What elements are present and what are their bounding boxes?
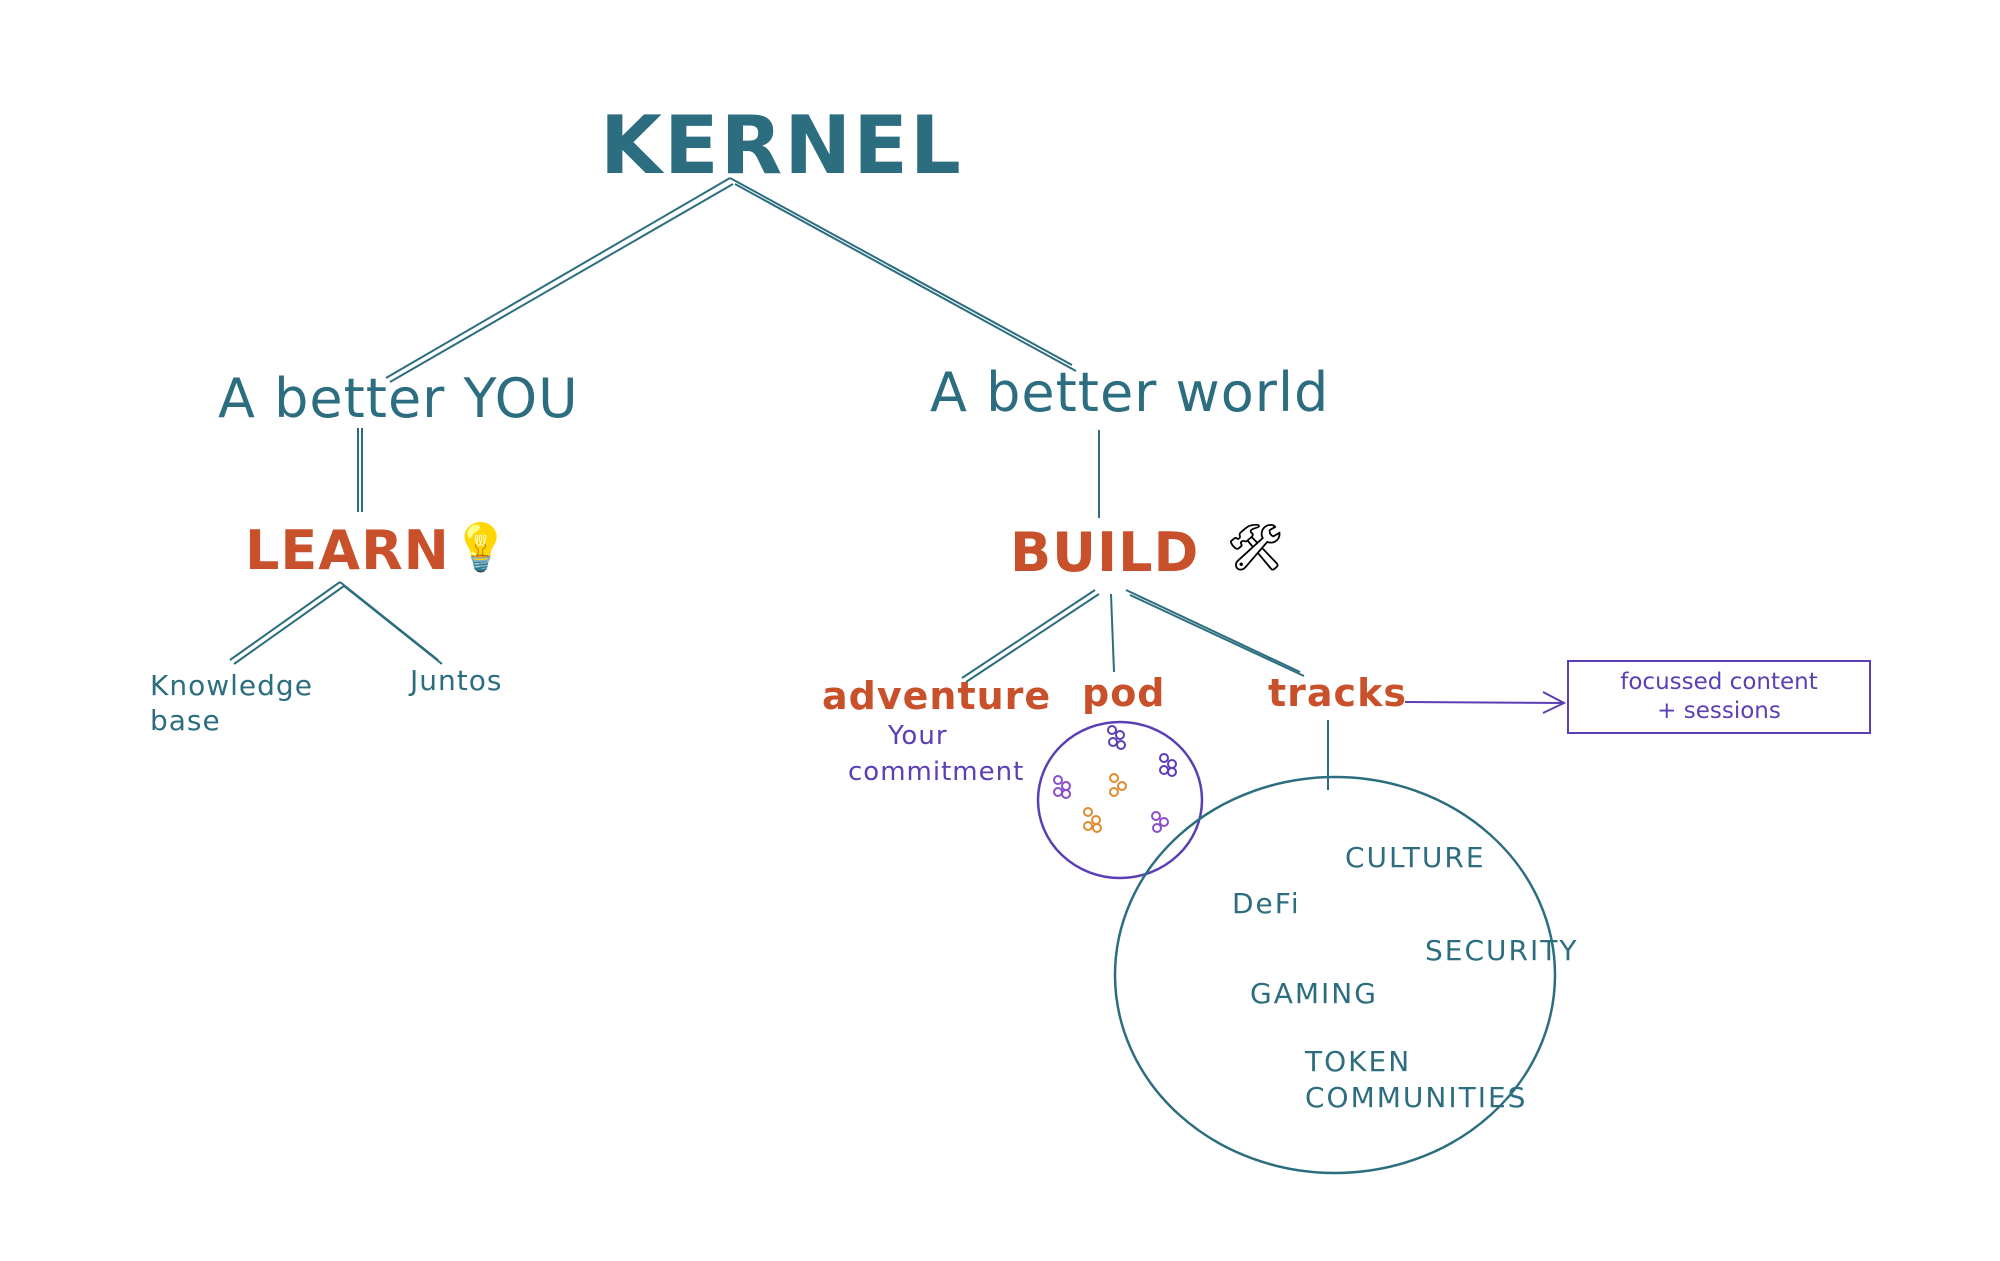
tracks-box-line1: focussed content xyxy=(1620,669,1818,695)
pod-member-icon xyxy=(1053,775,1071,799)
track-gaming: GAMING xyxy=(1250,977,1378,1010)
tracks-info-box: focussed content + sessions xyxy=(1567,660,1871,734)
node-adventure: adventure xyxy=(822,674,1052,718)
pod-member-icon xyxy=(1083,807,1102,833)
branch-label-better-you: A better YOU xyxy=(218,367,579,430)
leaf-knowledge-base-line2: base xyxy=(150,704,221,737)
track-token: TOKEN xyxy=(1305,1045,1412,1078)
branch-label-better-world: A better world xyxy=(930,361,1330,424)
track-communities: COMMUNITIES xyxy=(1305,1081,1528,1114)
track-defi: DeFi xyxy=(1232,887,1301,920)
lightbulb-icon: 💡 xyxy=(452,520,510,574)
track-culture: CULTURE xyxy=(1345,841,1486,874)
pod-members xyxy=(1053,725,1177,833)
adventure-note-line1: Your xyxy=(888,721,948,751)
node-tracks: tracks xyxy=(1268,671,1407,715)
pod-member-icon xyxy=(1159,753,1177,777)
adventure-note-line2: commitment xyxy=(848,757,1025,787)
tracks-arrow xyxy=(1404,691,1567,714)
pod-member-icon xyxy=(1151,811,1169,833)
track-security: SECURITY xyxy=(1425,934,1579,967)
node-build: BUILD xyxy=(1010,521,1200,584)
tools-icon: 🛠 xyxy=(1226,520,1285,574)
pod-member-icon xyxy=(1107,725,1126,750)
kernel-connectors xyxy=(229,177,1329,790)
diagram-title: KERNEL xyxy=(600,99,963,192)
pod-member-icon xyxy=(1109,773,1127,797)
leaf-juntos: Juntos xyxy=(410,664,503,697)
tracks-circle xyxy=(1113,775,1557,1175)
pod-circle xyxy=(1036,720,1204,880)
leaf-knowledge-base-line1: Knowledge xyxy=(150,669,313,702)
node-pod: pod xyxy=(1082,671,1166,715)
tracks-box-line2: + sessions xyxy=(1657,697,1781,724)
node-learn: LEARN xyxy=(245,519,450,582)
